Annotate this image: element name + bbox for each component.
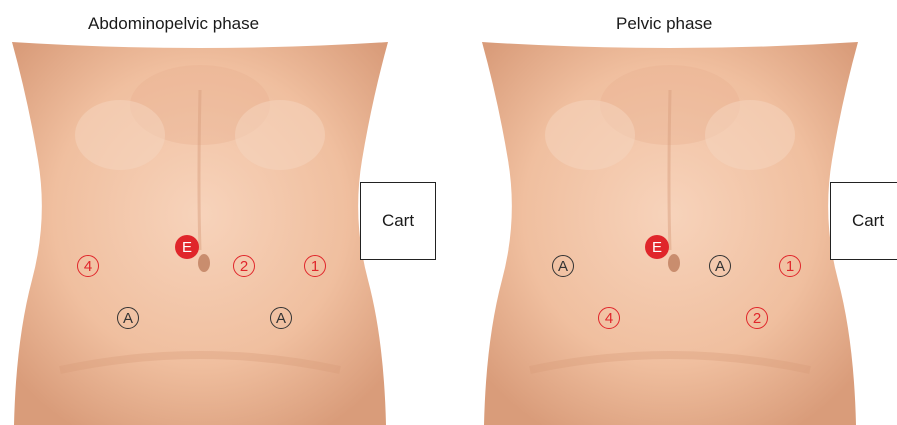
cart-box-right: Cart bbox=[830, 182, 897, 260]
torso-illustration-left bbox=[0, 40, 400, 425]
port-endoscope: E bbox=[175, 235, 199, 259]
port-2: 2 bbox=[746, 307, 768, 329]
torso-illustration-right bbox=[470, 40, 870, 425]
port-assistant: A bbox=[709, 255, 731, 277]
port-4: 4 bbox=[77, 255, 99, 277]
port-1: 1 bbox=[304, 255, 326, 277]
port-1: 1 bbox=[779, 255, 801, 277]
port-assistant: A bbox=[117, 307, 139, 329]
port-assistant: A bbox=[552, 255, 574, 277]
port-assistant: A bbox=[270, 307, 292, 329]
port-4: 4 bbox=[598, 307, 620, 329]
panel-title-abdominopelvic: Abdominopelvic phase bbox=[88, 14, 259, 34]
cart-box-left: Cart bbox=[360, 182, 436, 260]
panel-title-pelvic: Pelvic phase bbox=[616, 14, 712, 34]
port-endoscope: E bbox=[645, 235, 669, 259]
port-2: 2 bbox=[233, 255, 255, 277]
